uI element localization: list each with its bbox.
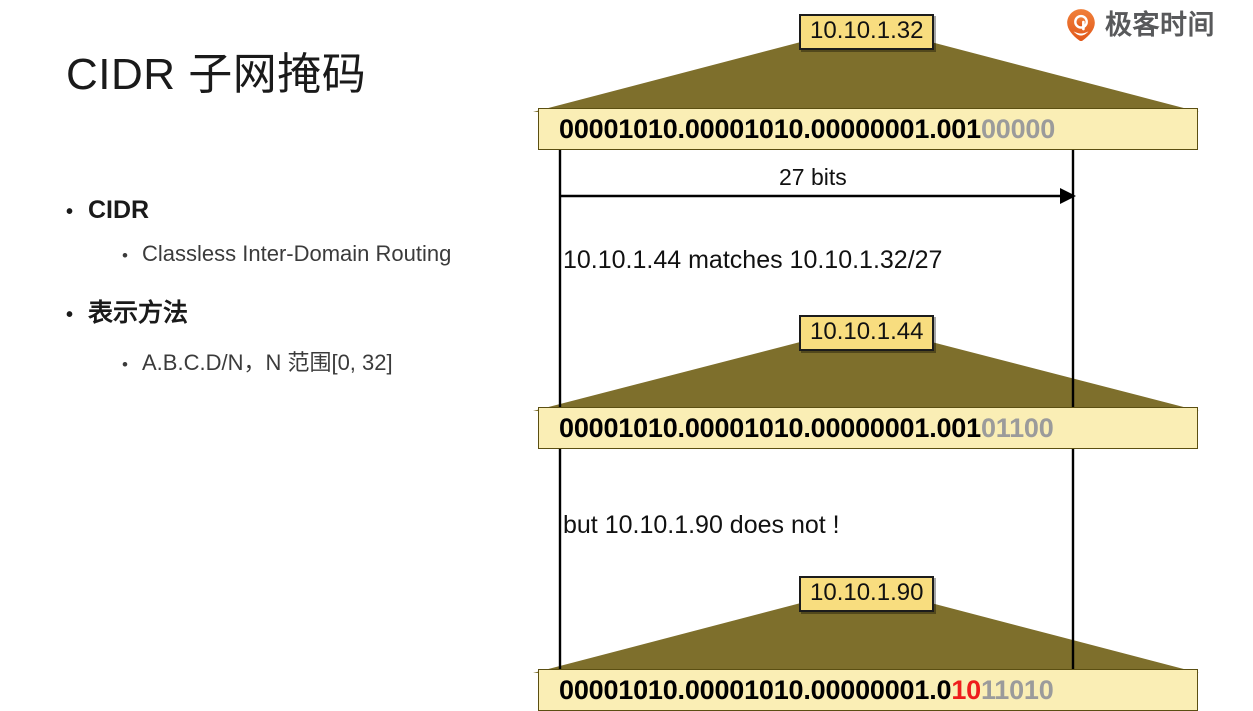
brand-logo: 极客时间 <box>1064 8 1215 42</box>
bullet-text: CIDR <box>88 196 150 224</box>
geektime-logo-icon <box>1067 9 1095 42</box>
bullet-marker-icon: • <box>66 304 74 326</box>
bullet-text: 表示方法 <box>88 299 189 327</box>
bits-prefix: 00001010.00001010.00000001.001 <box>559 113 981 144</box>
bits-host: 00000 <box>980 113 1056 144</box>
prefix-span-arrowhead-icon <box>1060 188 1076 204</box>
bullet-text: Classless Inter-Domain Routing <box>142 241 452 266</box>
prefix-span-label: 27 bits <box>779 164 847 190</box>
bits-host: 11010 <box>980 674 1054 705</box>
bits-prefix: 00001010.00001010.00000001.001 <box>559 412 981 443</box>
bullet-item-format: • A.B.C.D/N，N 范围[0, 32] <box>122 345 526 377</box>
bullet-item-cidr: • CIDR <box>66 196 526 225</box>
ip-chip-block-32: 10.10.1.32 <box>799 14 935 51</box>
bullet-text: A.B.C.D/N，N 范围[0, 32] <box>142 350 393 375</box>
ip-chip-block-44: 10.10.1.44 <box>799 315 935 352</box>
page-title: CIDR 子网掩码 <box>66 50 367 99</box>
bullet-list: • CIDR • Classless Inter-Domain Routing … <box>66 196 526 377</box>
bullet-marker-icon: • <box>122 246 128 265</box>
brand-name: 极客时间 <box>1105 9 1215 40</box>
note-nomatch: but 10.10.1.90 does not ! <box>563 511 840 539</box>
triangle-block-44 <box>533 325 1199 411</box>
bits-prefix: 00001010.00001010.00000001.0 <box>559 674 952 705</box>
bits-host: 01100 <box>980 412 1054 443</box>
triangle-block-90 <box>533 586 1199 673</box>
bullet-item-notation: • 表示方法 <box>66 293 526 329</box>
bullet-marker-icon: • <box>122 355 128 374</box>
bullet-item-classless: • Classless Inter-Domain Routing <box>122 241 526 267</box>
ip-chip-block-90: 10.10.1.90 <box>799 576 935 613</box>
note-match: 10.10.1.44 matches 10.10.1.32/27 <box>563 246 943 274</box>
triangle-block-32 <box>533 25 1199 112</box>
bits-mismatch: 10 <box>951 674 981 705</box>
bullet-marker-icon: • <box>66 201 74 223</box>
